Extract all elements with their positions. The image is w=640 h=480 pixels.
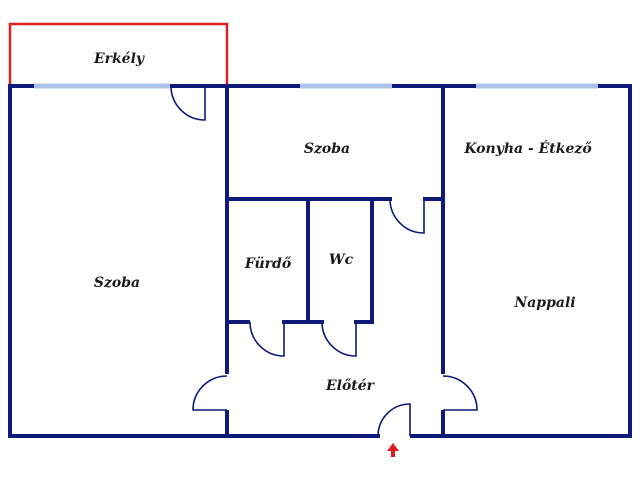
door-left-room xyxy=(192,375,228,411)
label-bathroom: Fürdő xyxy=(244,256,292,272)
exterior-walls xyxy=(8,84,632,438)
label-kitchen: Konyha - Étkező xyxy=(463,139,592,157)
label-living-room: Nappali xyxy=(513,295,575,311)
door-wc xyxy=(321,321,357,357)
label-hall: Előtér xyxy=(325,378,376,394)
door-middle-room xyxy=(389,198,425,234)
label-room-left: Szoba xyxy=(94,275,140,291)
door-balcony xyxy=(170,85,206,121)
up-arrow-icon xyxy=(387,443,399,457)
door-bathroom xyxy=(249,321,285,357)
door-entrance xyxy=(377,403,411,437)
doors xyxy=(170,85,478,437)
label-room-middle: Szoba xyxy=(304,141,350,157)
label-wc: Wc xyxy=(329,252,354,268)
label-balcony: Erkély xyxy=(93,51,145,67)
door-living-room xyxy=(442,375,478,411)
balcony-outline xyxy=(8,22,229,86)
interior-walls xyxy=(225,84,445,438)
